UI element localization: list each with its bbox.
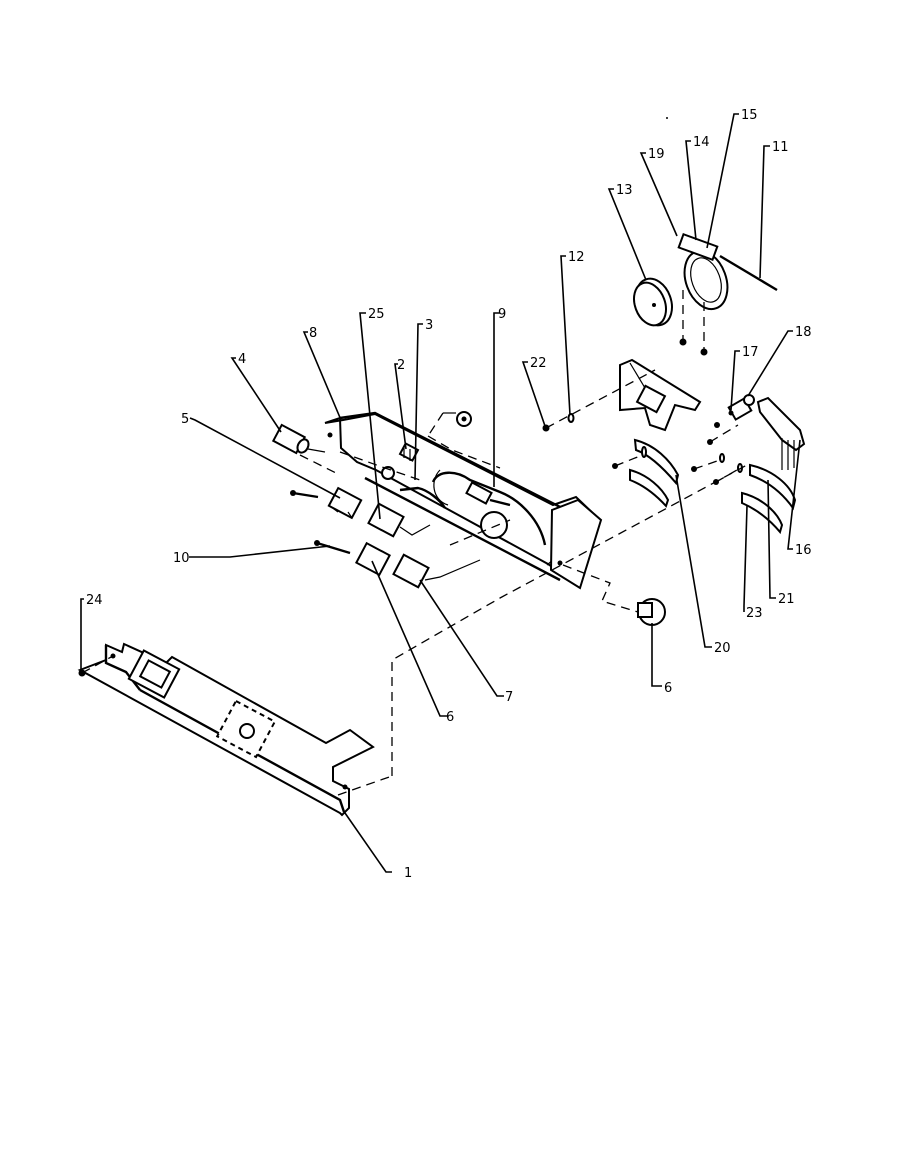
- part-7-switch: [392, 553, 481, 589]
- part-25-switch: [367, 502, 431, 538]
- callout-21: 21: [778, 592, 795, 607]
- callout-14: 14: [693, 135, 710, 150]
- callout-24: 24: [86, 593, 103, 608]
- callout-labels: 1 2 3 4 5 6 6 7 8 9 10 11 12 13 14 15 16…: [86, 108, 812, 881]
- callout-5: 5: [181, 412, 189, 427]
- callout-7: 7: [505, 690, 513, 705]
- part-5-switch: [290, 486, 363, 520]
- part-8-main-bracket: [324, 411, 603, 590]
- callout-13: 13: [616, 183, 633, 198]
- callout-19: 19: [648, 147, 665, 162]
- callout-15: 15: [741, 108, 758, 123]
- callout-18: 18: [795, 325, 812, 340]
- solenoid-screws: [707, 422, 739, 445]
- part-4-relay: [271, 423, 326, 455]
- callout-10: 10: [173, 551, 190, 566]
- part-11-rod: [719, 254, 778, 292]
- callout-6b: 6: [664, 681, 672, 696]
- callout-1: 1: [404, 866, 412, 881]
- callout-2: 2: [397, 358, 405, 373]
- speck: [666, 117, 668, 119]
- part-6-knob: [637, 598, 666, 626]
- callout-9: 9: [498, 307, 506, 322]
- part-24-screw: [78, 655, 114, 677]
- callout-11: 11: [772, 140, 789, 155]
- callout-23: 23: [746, 606, 763, 621]
- callout-8: 8: [309, 326, 317, 341]
- part-18-solenoid: [727, 394, 755, 421]
- callout-16: 16: [795, 543, 812, 558]
- dispenser-lever-assembly: [619, 358, 702, 432]
- callout-3: 3: [425, 318, 433, 333]
- part-19-housing: [677, 232, 729, 311]
- part-6-switch-left: [314, 540, 391, 577]
- assembly-lines: [299, 435, 748, 796]
- callout-12: 12: [568, 250, 585, 265]
- part-1-control-panel: [77, 642, 375, 817]
- callout-6a: 6: [446, 710, 454, 725]
- callout-20: 20: [714, 641, 731, 656]
- grommet: [427, 411, 472, 437]
- part-13-wheel: [633, 277, 673, 327]
- part-23-pad: [741, 491, 784, 535]
- part-3-wire-harness: [399, 486, 447, 509]
- fastener-screws: [679, 290, 708, 356]
- callout-22: 22: [530, 356, 547, 371]
- part-9-harness: [465, 481, 511, 507]
- part-20-pad: [629, 438, 680, 508]
- callout-17: 17: [742, 345, 759, 360]
- callout-25: 25: [368, 307, 385, 322]
- leader-lines: [80, 113, 801, 873]
- callout-4: 4: [238, 352, 246, 367]
- part-12-clip: [567, 413, 575, 423]
